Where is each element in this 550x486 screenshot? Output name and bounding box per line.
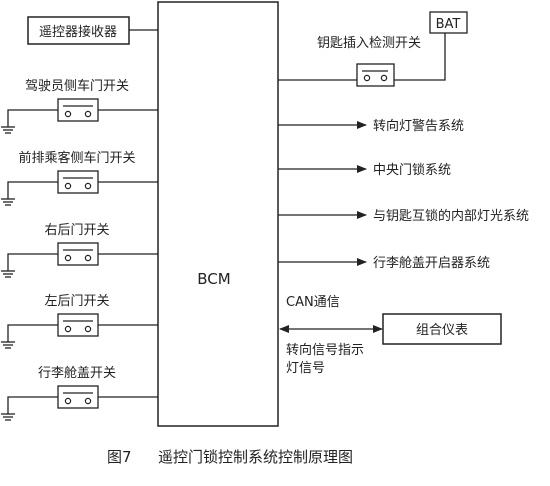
- figure-title: 遥控门锁控制系统控制原理图: [158, 448, 353, 466]
- bat-label: BAT: [436, 17, 461, 32]
- switch-pin-left: [64, 254, 72, 262]
- left-switch: 驾驶员侧车门开关: [1, 78, 158, 134]
- output-item: 中央门锁系统: [278, 162, 451, 178]
- ground-wire: [7, 324, 58, 342]
- left-switch-label: 前排乘客侧车门开关: [18, 150, 135, 166]
- key-insert-switch-pin-right: [380, 74, 388, 82]
- switch-box: [57, 98, 99, 122]
- ground-wire: [7, 253, 58, 271]
- output-item: 行李舱盖开启器系统: [278, 256, 490, 271]
- key-insert-switch-box: [356, 63, 395, 87]
- switch-box: [57, 313, 99, 337]
- output-label: 与钥匙互锁的内部灯光系统: [373, 208, 529, 224]
- switch-pin-right: [84, 110, 92, 118]
- left-switch-label: 右后门开关: [44, 223, 109, 238]
- bcm-label: BCM: [197, 270, 230, 288]
- ground-wire: [7, 181, 58, 199]
- output-label: 行李舱盖开启器系统: [373, 256, 490, 271]
- key-insert-switch-pin-left: [363, 74, 371, 82]
- left-switch: 右后门开关: [1, 223, 158, 278]
- switch-pin-right: [84, 254, 92, 262]
- output-label: 转向灯警告系统: [373, 118, 464, 134]
- switch-box: [57, 385, 99, 409]
- switch-pin-left: [64, 325, 72, 333]
- switch-pin-left: [64, 182, 72, 190]
- left-switch-label: 行李舱盖开关: [38, 366, 116, 381]
- output-item: 与钥匙互锁的内部灯光系统: [278, 208, 529, 224]
- turn-signal-label-line1: 转向信号指示: [286, 342, 364, 358]
- switch-pin-right: [84, 325, 92, 333]
- receiver-label: 遥控器接收器: [39, 24, 117, 40]
- left-switch-label: 驾驶员侧车门开关: [25, 78, 129, 94]
- figure-number: 图7: [107, 448, 132, 466]
- turn-signal-label-line2: 灯信号: [286, 361, 325, 376]
- bcm-box: [157, 1, 279, 427]
- switch-pin-right: [84, 397, 92, 405]
- ground-wire: [7, 109, 58, 127]
- switch-pin-left: [64, 110, 72, 118]
- switch-pin-left: [64, 397, 72, 405]
- output-item: 转向灯警告系统: [278, 118, 464, 134]
- left-switch: 行李舱盖开关: [1, 366, 158, 421]
- switch-box: [57, 242, 99, 266]
- bat-box: [429, 11, 468, 34]
- bat-wire: [394, 33, 446, 81]
- cluster-label: 组合仪表: [416, 323, 468, 338]
- left-switch: 左后门开关: [1, 294, 158, 349]
- left-switch-label: 左后门开关: [44, 294, 109, 309]
- output-label: 中央门锁系统: [373, 162, 451, 178]
- switch-pin-right: [84, 182, 92, 190]
- cluster-box: [382, 313, 502, 345]
- ground-wire: [7, 396, 58, 414]
- can-label: CAN通信: [286, 295, 340, 310]
- left-switch: 前排乘客侧车门开关: [1, 150, 158, 206]
- key-insert-switch-label: 钥匙插入检测开关: [317, 36, 421, 51]
- switch-box: [57, 170, 99, 194]
